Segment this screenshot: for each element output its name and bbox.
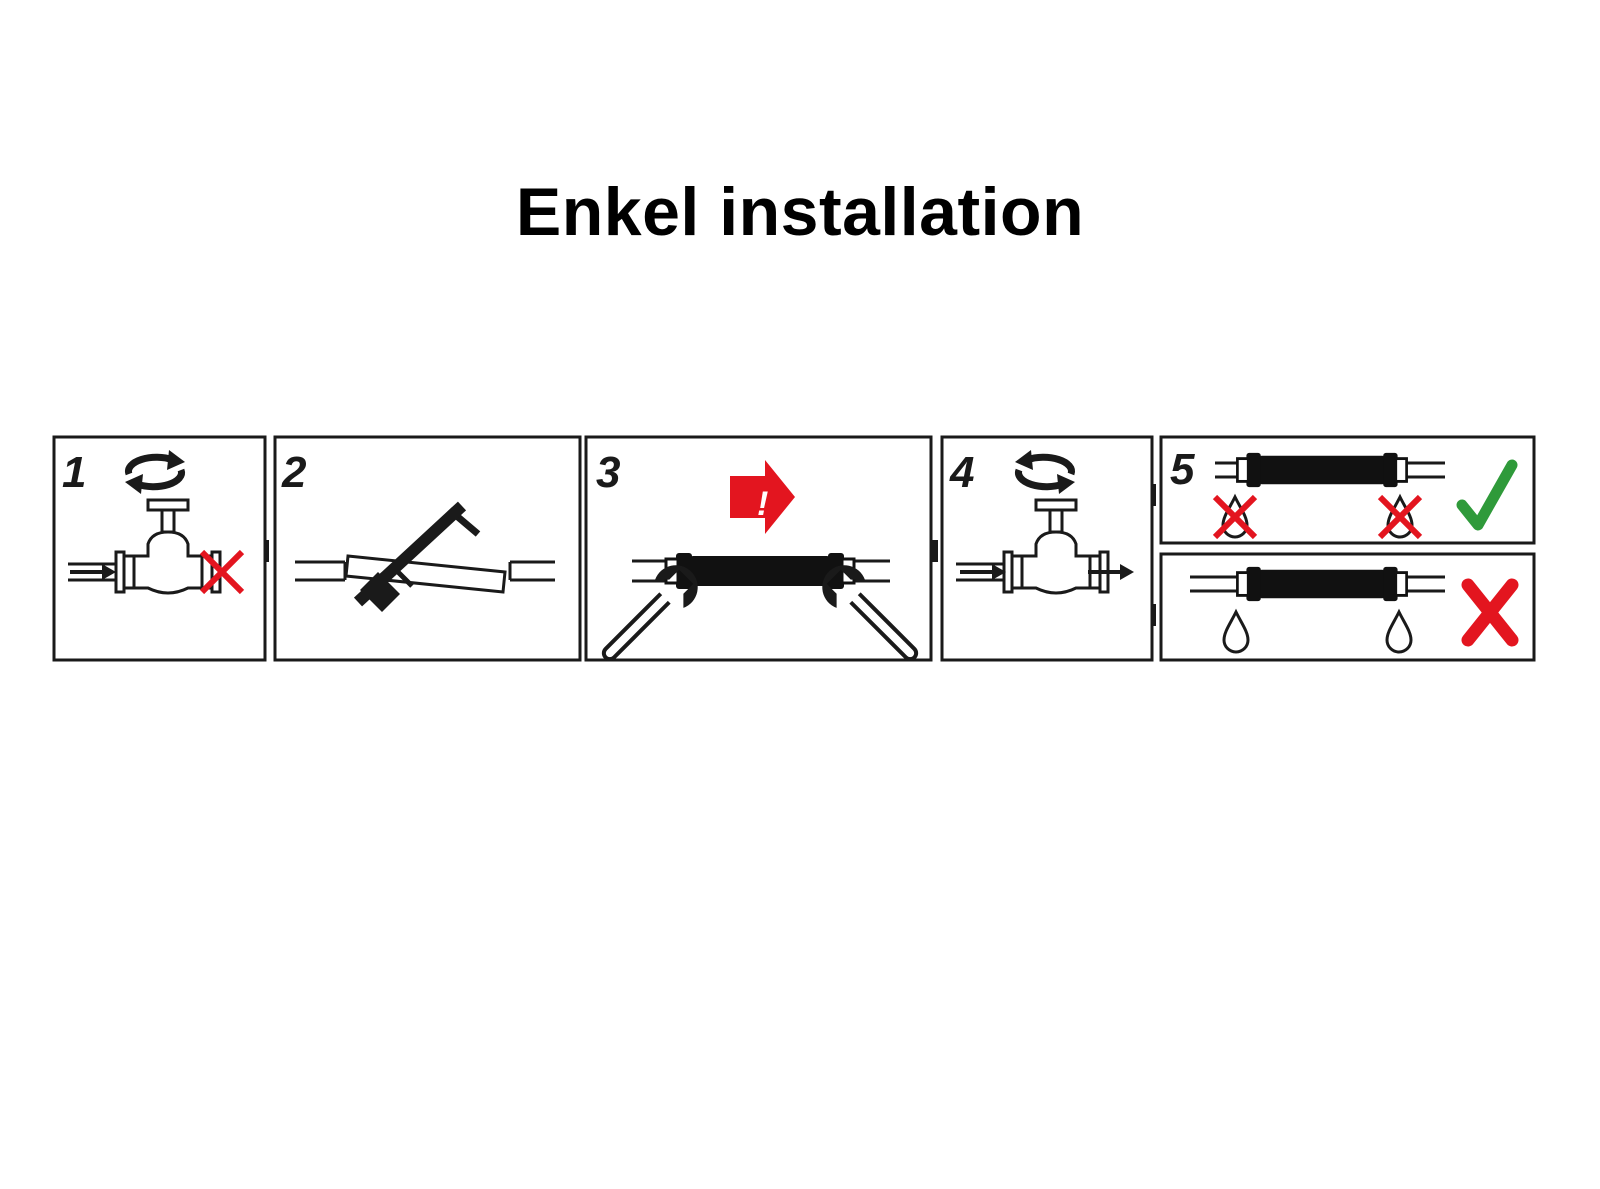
step-number: 1 bbox=[62, 448, 86, 497]
step-4-panel: 4 bbox=[940, 435, 1154, 662]
panel-connector bbox=[928, 540, 938, 562]
pipe-icon bbox=[295, 554, 555, 594]
step-1-panel: 1 bbox=[52, 435, 267, 662]
step-2-panel: 2 bbox=[273, 435, 582, 662]
step-5-panel: 5 bbox=[1159, 435, 1536, 662]
step-number: 3 bbox=[596, 448, 620, 497]
step-3-panel: 3 ! bbox=[584, 435, 933, 673]
warning-arrow-icon: ! bbox=[730, 460, 795, 534]
step-number: 4 bbox=[949, 448, 974, 497]
page-title: Enkel installation bbox=[515, 174, 1085, 250]
svg-text:!: ! bbox=[757, 485, 768, 523]
pipe-coupling-icon bbox=[1235, 451, 1409, 489]
step-number: 2 bbox=[281, 448, 307, 497]
saw-icon bbox=[353, 501, 481, 612]
green-check-icon bbox=[1456, 459, 1518, 531]
pipe-coupling-icon bbox=[1235, 565, 1409, 603]
step-number: 5 bbox=[1170, 445, 1195, 494]
red-cross-icon bbox=[1461, 578, 1519, 647]
